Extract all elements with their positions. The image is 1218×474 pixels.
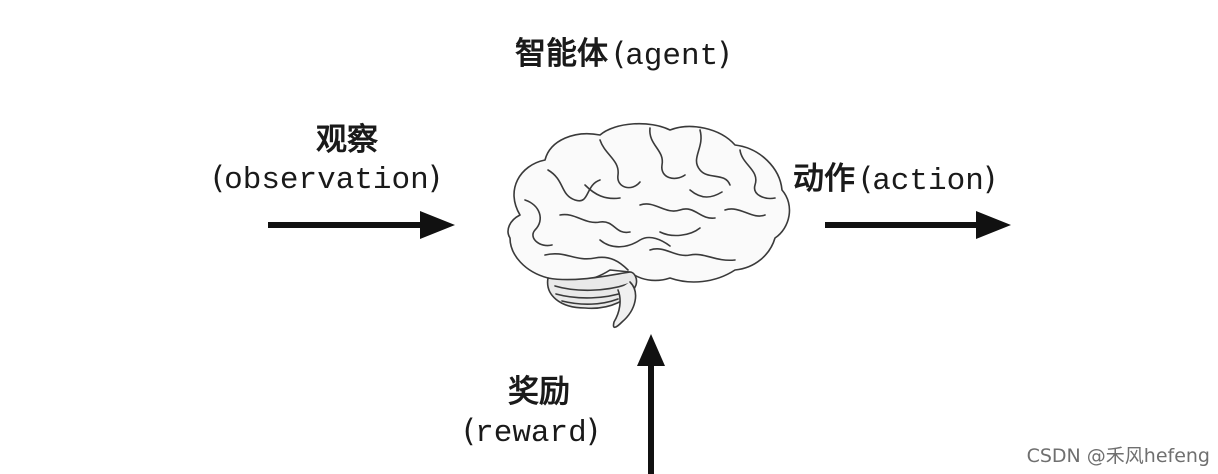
observation-label-zh: 观察 bbox=[316, 122, 378, 158]
observation-label-en: observation bbox=[224, 163, 429, 198]
agent-label: 智能体 (agent) bbox=[515, 36, 731, 74]
agent-label-zh: 智能体 bbox=[515, 36, 608, 72]
action-label-zh: 动作 bbox=[793, 161, 855, 197]
watermark: CSDN @禾风hefeng bbox=[1026, 445, 1210, 467]
observation-label-en-wrap: (observation) bbox=[212, 160, 441, 198]
reward-arrow bbox=[637, 334, 665, 474]
reward-label-zh: 奖励 bbox=[508, 374, 570, 410]
reward-label-en-wrap: (reward) bbox=[463, 413, 599, 451]
brain-icon bbox=[507, 122, 791, 329]
action-arrow bbox=[825, 211, 1011, 239]
action-label-en: action bbox=[872, 164, 984, 199]
observation-arrow bbox=[268, 211, 455, 239]
agent-label-en: agent bbox=[625, 39, 719, 74]
action-label: 动作 (action) bbox=[793, 161, 996, 199]
reward-label-en: reward bbox=[475, 416, 587, 451]
